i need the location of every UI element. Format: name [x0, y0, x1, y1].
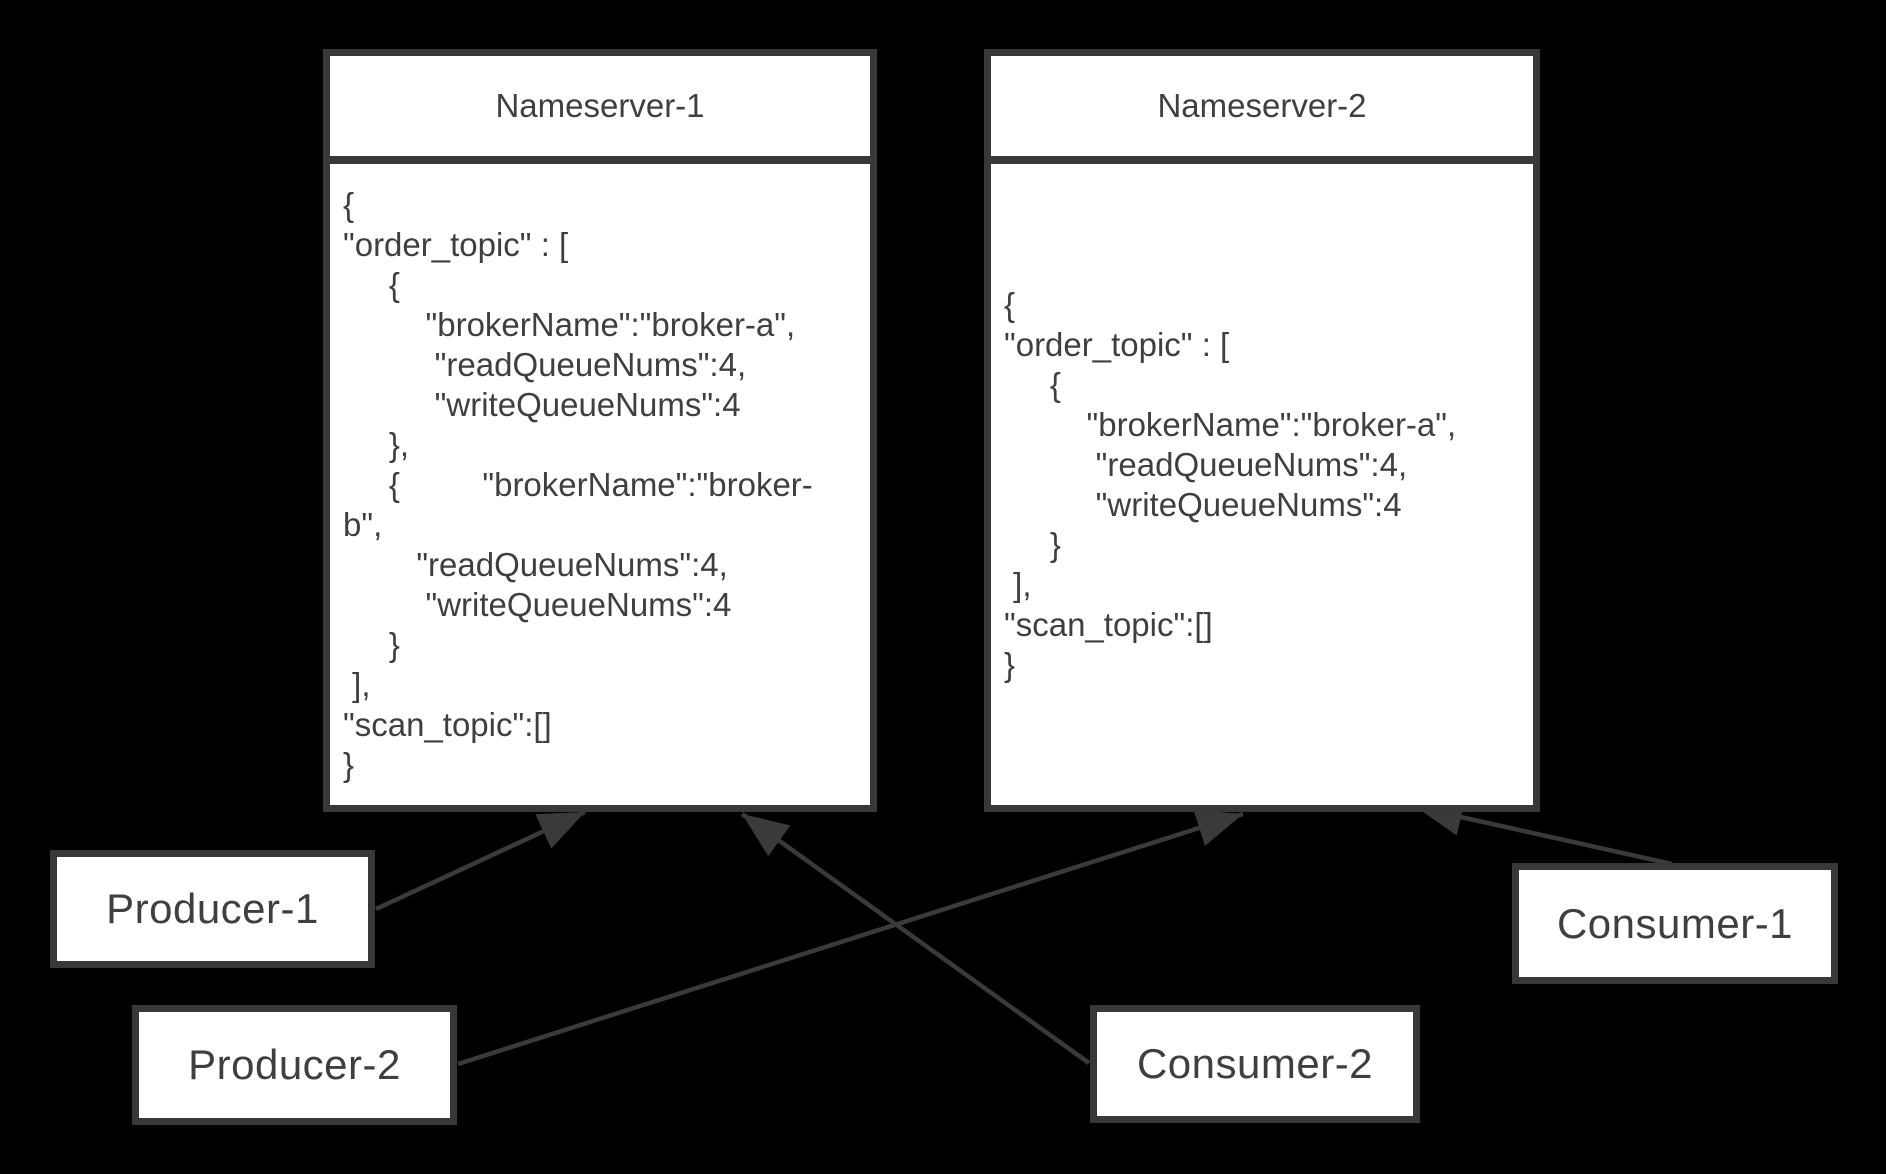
arrow-consumer-1-to-nameserver-2: [1415, 798, 1673, 867]
arrow-producer-2-to-nameserver-2: [457, 809, 1244, 1067]
nameserver-2-route-json: { "order_topic" : [ { "brokerName":"brok…: [1004, 285, 1457, 683]
nameserver-1-box: Nameserver-1 { "order_topic" : [ { "brok…: [323, 49, 877, 812]
consumer-1-label: Consumer-1: [1556, 899, 1794, 947]
arrow-producer-1-to-nameserver-1: [375, 809, 586, 912]
producer-1-label: Producer-1: [106, 885, 319, 932]
nameserver-2-body: { "order_topic" : [ { "brokerName":"brok…: [991, 164, 1533, 805]
producer-1-box: Producer-1: [50, 850, 375, 968]
nameserver-2-box: Nameserver-2 { "order_topic" : [ { "brok…: [984, 49, 1540, 812]
consumer-2-label: Consumer-2: [1136, 1040, 1374, 1087]
nameserver-1-body: { "order_topic" : [ { "brokerName":"brok…: [330, 164, 870, 805]
nameserver-1-title: Nameserver-1: [495, 87, 705, 124]
nameserver-1-route-json: { "order_topic" : [ { "brokerName":"brok…: [343, 185, 813, 783]
nameserver-2-title: Nameserver-2: [1157, 87, 1367, 124]
arrow-consumer-2-to-nameserver-1: [740, 812, 1091, 1065]
producer-2-label: Producer-2: [188, 1041, 401, 1088]
nameserver-1-header: Nameserver-1: [330, 56, 870, 164]
consumer-2-box: Consumer-2: [1090, 1005, 1420, 1123]
consumer-1-box: Consumer-1: [1512, 863, 1838, 984]
producer-2-box: Producer-2: [132, 1005, 457, 1125]
nameserver-2-header: Nameserver-2: [991, 56, 1533, 164]
